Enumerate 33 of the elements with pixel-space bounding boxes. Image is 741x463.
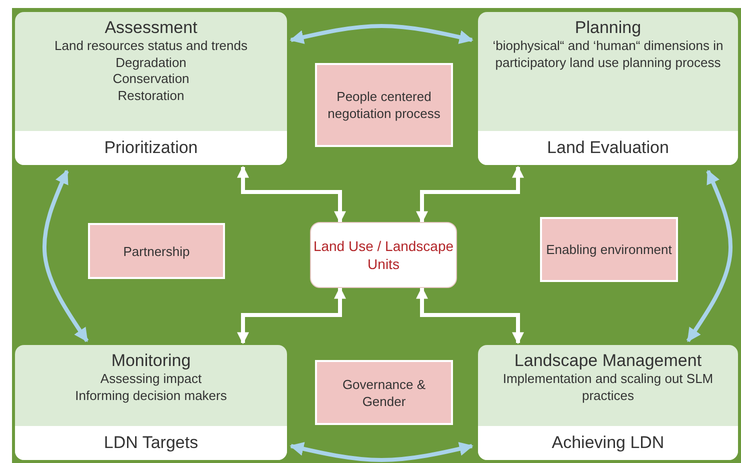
stage-card (478, 345, 738, 460)
card-text: Restoration (116, 88, 186, 104)
stage-card (478, 12, 738, 165)
theme-box: People centered negotiation process (315, 63, 453, 147)
card-footer: Prioritization (15, 131, 287, 165)
curved-arrow (290, 442, 474, 462)
central-box: Land Use / Landscape Units (310, 222, 457, 288)
card-text: Degradation (114, 54, 188, 71)
curved-arrow (42, 170, 89, 342)
elbow-arrow (237, 286, 346, 344)
card-text: Implementation and scaling out SLM practices (502, 371, 714, 404)
card-text: Land resources status and trends (54, 38, 248, 54)
theme-box: Enabling environment (540, 217, 678, 282)
card-title: Monitoring (110, 351, 192, 371)
card-title: Assessment (104, 18, 198, 38)
card-text: ‘biophysical“ and ‘human“ dimensions in participatory land use planning process (492, 38, 724, 71)
card-footer: Achieving LDN (478, 426, 738, 460)
stage-card (15, 345, 287, 460)
elbow-arrow (416, 286, 524, 344)
card-text: Informing decision makers (74, 388, 228, 404)
card-text: Conservation (112, 71, 190, 88)
card-text: Assessing impact (99, 371, 203, 388)
theme-box: Governance & Gender (315, 360, 453, 425)
card-title: Landscape Management (513, 351, 703, 371)
theme-box: Partnership (88, 223, 225, 279)
curved-arrow (290, 24, 474, 44)
card-title: Planning (574, 18, 642, 38)
stage-card (15, 12, 287, 165)
elbow-arrow (237, 166, 346, 224)
card-footer: Land Evaluation (478, 131, 738, 165)
elbow-arrow (416, 166, 524, 224)
card-footer: LDN Targets (15, 426, 287, 460)
curved-arrow (686, 170, 732, 342)
